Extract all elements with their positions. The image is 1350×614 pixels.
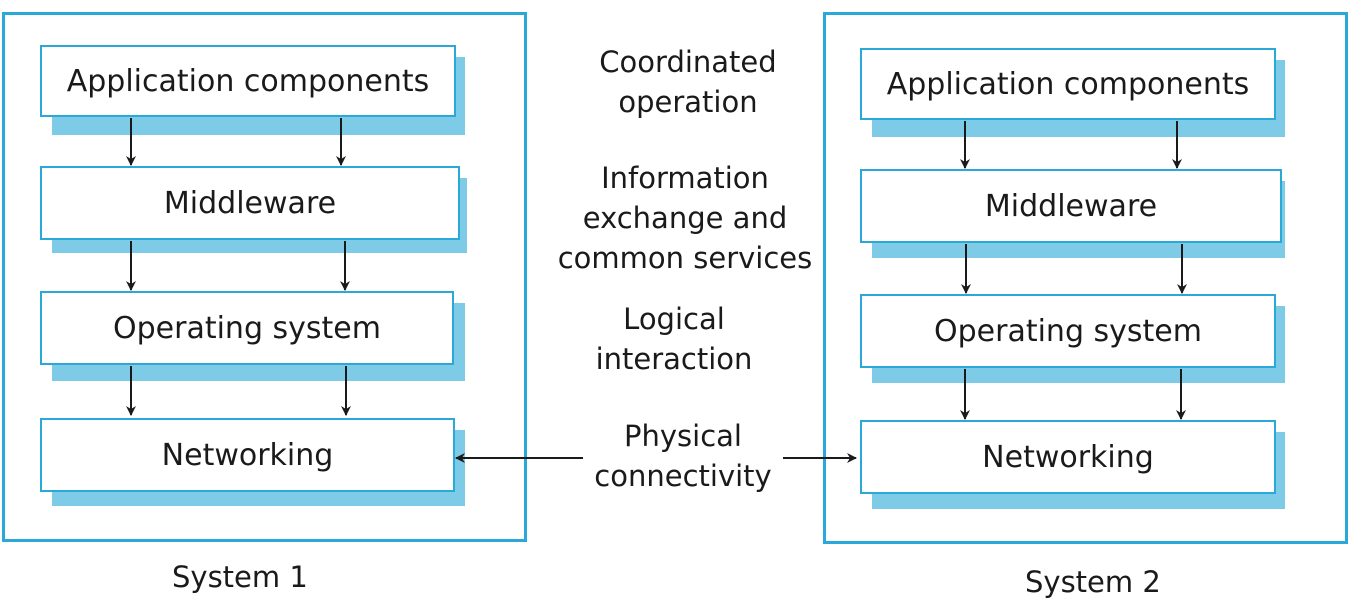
physical-connectivity-line-1: Physical — [624, 419, 742, 453]
physical-connectivity-line-2: connectivity — [594, 459, 772, 493]
logical-interaction-text: Logical interaction — [574, 299, 774, 379]
system1-middleware: Middleware — [40, 166, 460, 240]
system1-middleware-label: Middleware — [163, 185, 337, 221]
system1-networking: Networking — [40, 418, 455, 492]
system2-frame — [823, 12, 1348, 544]
system2-application-components-label: Application components — [886, 66, 1250, 102]
system2-middleware: Middleware — [860, 169, 1282, 243]
system2-label: System 2 — [1025, 565, 1161, 599]
system1-operating-system-label: Operating system — [113, 310, 381, 346]
system1-application-components: Application components — [40, 45, 456, 117]
system2-networking: Networking — [860, 420, 1276, 494]
system2-operating-system: Operating system — [860, 294, 1276, 368]
system2-operating-system-label: Operating system — [934, 313, 1202, 349]
system1-networking-label: Networking — [161, 437, 334, 473]
logical-interaction-line-1: Logical — [623, 302, 725, 336]
coordinated-operation-line-2: operation — [618, 85, 758, 119]
system1-frame — [2, 12, 527, 542]
physical-connectivity-text: Physical connectivity — [583, 416, 783, 496]
system1-operating-system: Operating system — [40, 291, 454, 365]
coordinated-operation-text: Coordinated operation — [588, 42, 788, 122]
coordinated-operation-line-1: Coordinated — [599, 45, 777, 79]
system1-application-components-label: Application components — [66, 63, 430, 99]
system2-networking-label: Networking — [982, 439, 1154, 475]
information-exchange-line-1: Information — [601, 161, 769, 195]
logical-interaction-line-2: interaction — [595, 342, 753, 376]
information-exchange-line-2: exchange and — [582, 201, 788, 235]
system2-application-components: Application components — [860, 48, 1276, 120]
system1-label: System 1 — [172, 560, 308, 594]
information-exchange-line-3: common services — [557, 241, 813, 275]
information-exchange-text: Information exchange and common services — [555, 158, 815, 278]
system2-middleware-label: Middleware — [984, 188, 1158, 224]
